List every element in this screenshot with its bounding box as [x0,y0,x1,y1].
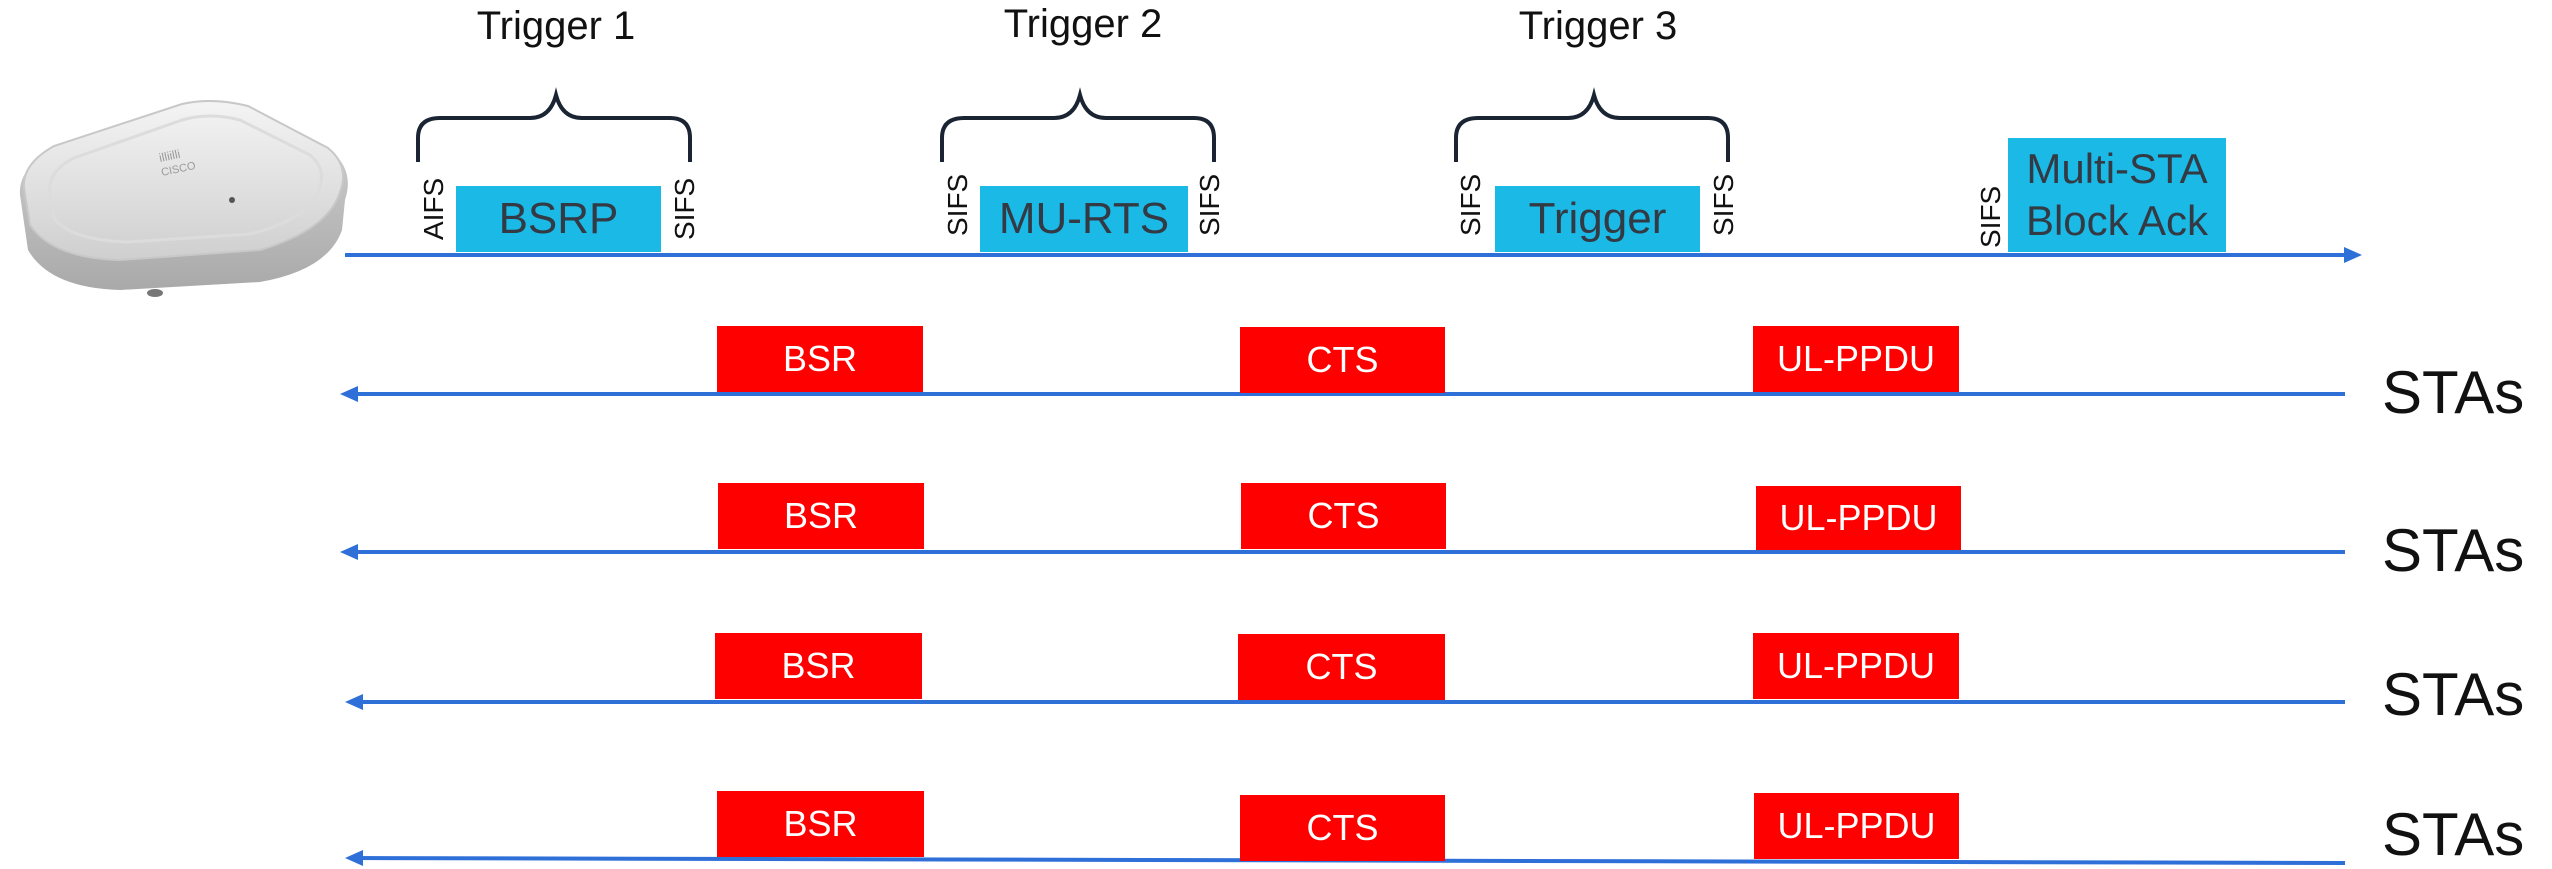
trigger-3-brace [1454,87,1730,162]
block-ack-line-1: Multi-STA [2026,145,2208,192]
ap-timeline-arrowhead [2344,247,2362,263]
trigger-2-brace [940,87,1216,162]
stas-label: STAs [2382,359,2525,426]
sta-timeline-3-arrowhead [345,694,363,710]
stas-label: STAs [2382,801,2525,868]
block-ack-ifs: SIFS [1975,185,2006,248]
bsr-frame: BSR [718,483,924,549]
trigger-3-after-ifs: SIFS [1708,173,1739,236]
ul-ppdu-frame: UL-PPDU [1754,793,1959,859]
ul-ppdu-frame: UL-PPDU [1756,486,1961,550]
bsr-frame: BSR [717,791,924,857]
trigger-1-label: Trigger 1 [476,4,636,48]
sta-timeline-1-arrowhead [340,386,358,402]
ul-ppdu-frame: UL-PPDU [1753,326,1959,392]
access-point-icon: illiilli CISCO [19,100,348,297]
trigger-3-before-ifs: SIFS [1455,173,1486,236]
trigger-frame: Trigger [1495,186,1700,252]
stas-label: STAs [2382,661,2525,728]
svg-text:illiilli: illiilli [158,147,182,165]
sta-timeline-2-arrowhead [340,544,358,560]
trigger-1-after-ifs: SIFS [669,177,700,240]
bsr-frame: BSR [717,326,923,392]
cts-frame: CTS [1240,795,1445,861]
trigger-2-before-ifs: SIFS [942,173,973,236]
block-ack-line-2: Block Ack [2025,197,2209,244]
bsrp-frame: BSRP [456,186,661,252]
ul-ppdu-frame: UL-PPDU [1753,633,1959,699]
cts-frame: CTS [1240,327,1445,393]
trigger-3-label: Trigger 3 [1518,4,1678,48]
cts-frame: CTS [1238,634,1445,700]
stas-label: STAs [2382,517,2525,584]
trigger-1-before-ifs: AIFS [418,177,449,240]
bsr-frame: BSR [715,633,922,699]
mu-rts-frame: MU-RTS [980,186,1188,252]
trigger-2-after-ifs: SIFS [1194,173,1225,236]
trigger-2-label: Trigger 2 [1003,2,1163,46]
cts-frame: CTS [1241,483,1446,549]
trigger-1-brace [416,87,692,162]
sta-timeline-4-arrowhead [345,850,363,866]
multi-sta-block-ack-frame: Multi-STA Block Ack [2008,138,2226,252]
